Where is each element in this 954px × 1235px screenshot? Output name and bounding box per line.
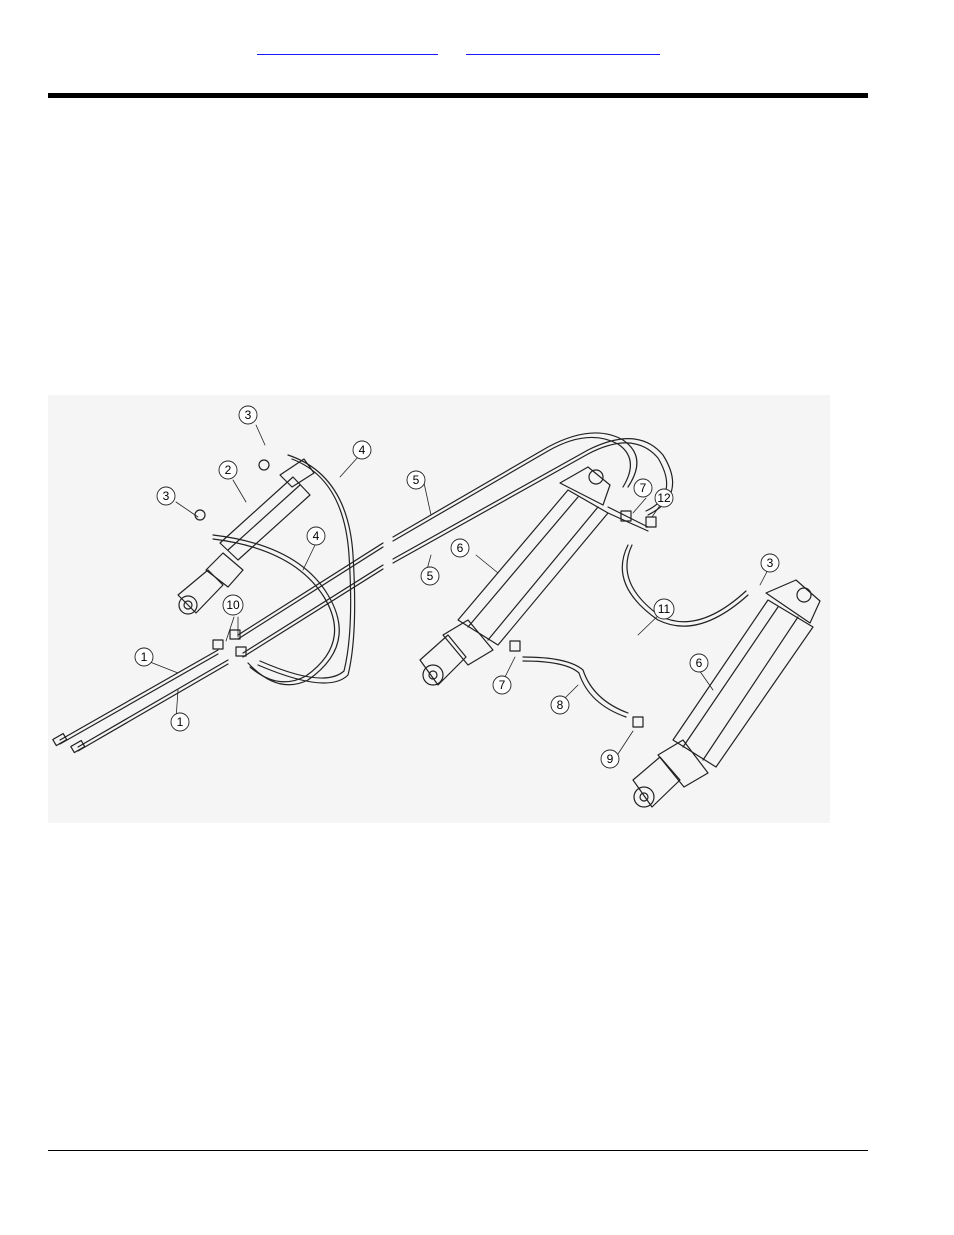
svg-text:1: 1 <box>177 715 184 729</box>
svg-text:4: 4 <box>359 443 366 457</box>
callout-3c: 3 <box>761 554 779 572</box>
callout-5a: 5 <box>407 471 425 489</box>
callouts: 3 4 2 3 5 4 5 6 7 12 3 10 1 1 11 6 7 8 9 <box>135 406 779 768</box>
callout-1a: 1 <box>135 648 153 666</box>
svg-text:2: 2 <box>225 463 232 477</box>
svg-text:4: 4 <box>313 529 320 543</box>
svg-text:3: 3 <box>245 408 252 422</box>
callout-9: 9 <box>601 750 619 768</box>
header-link-left[interactable] <box>257 40 438 55</box>
svg-text:1: 1 <box>141 650 148 664</box>
leader-lines <box>150 425 770 757</box>
hydraulic-parts-diagram: 3 4 2 3 5 4 5 6 7 12 3 10 1 1 11 6 7 8 9 <box>48 395 830 823</box>
svg-text:7: 7 <box>499 678 506 692</box>
callout-10: 10 <box>223 595 243 615</box>
svg-text:3: 3 <box>767 556 774 570</box>
callout-6a: 6 <box>451 539 469 557</box>
cylinder-2 <box>178 459 314 614</box>
svg-text:9: 9 <box>607 752 614 766</box>
svg-text:3: 3 <box>163 489 170 503</box>
hose-4-loop <box>213 455 355 685</box>
callout-4b: 4 <box>307 527 325 545</box>
svg-text:8: 8 <box>557 698 564 712</box>
svg-text:5: 5 <box>427 569 434 583</box>
callout-1b: 1 <box>171 713 189 731</box>
fittings-10 <box>213 630 246 656</box>
svg-text:12: 12 <box>657 491 671 505</box>
header-links <box>0 40 954 60</box>
callout-12: 12 <box>655 489 673 507</box>
svg-text:11: 11 <box>658 602 671 616</box>
svg-text:7: 7 <box>640 481 647 495</box>
callout-4a: 4 <box>353 441 371 459</box>
svg-text:5: 5 <box>413 473 420 487</box>
diagram-drawing: 3 4 2 3 5 4 5 6 7 12 3 10 1 1 11 6 7 8 9 <box>48 395 830 823</box>
callout-5b: 5 <box>421 567 439 585</box>
cylinder-6-middle <box>420 467 648 685</box>
header-link-right[interactable] <box>466 40 660 55</box>
svg-text:10: 10 <box>226 598 240 612</box>
hose-11 <box>622 545 748 626</box>
callout-7a: 7 <box>634 479 652 497</box>
top-rule <box>48 93 868 98</box>
bottom-rule <box>48 1150 868 1151</box>
callout-8: 8 <box>551 696 569 714</box>
callout-2: 2 <box>219 461 237 479</box>
svg-text:6: 6 <box>696 656 703 670</box>
callout-6b: 6 <box>690 654 708 672</box>
callout-11: 11 <box>654 599 674 619</box>
svg-text:6: 6 <box>457 541 464 555</box>
callout-7b: 7 <box>493 676 511 694</box>
callout-3b: 3 <box>157 487 175 505</box>
callout-3a: 3 <box>239 406 257 424</box>
